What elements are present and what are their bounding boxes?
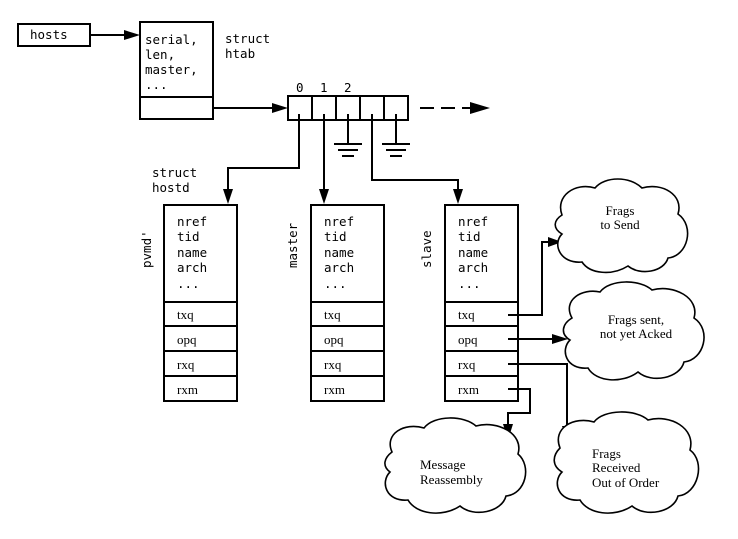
cloud-text: to Send bbox=[600, 217, 640, 232]
hostd-field: nref bbox=[324, 214, 354, 229]
htab-struct-keyword: struct bbox=[225, 31, 270, 46]
hostd-row-label: rxq bbox=[324, 357, 342, 372]
frags-received-cloud: Frags Received Out of Order bbox=[553, 411, 700, 514]
hostd-pvmd: nref tid name arch ... txq opq rxq rxm p… bbox=[139, 204, 238, 402]
hostd-row-label: rxq bbox=[458, 357, 476, 372]
hostd-row-box bbox=[444, 301, 519, 327]
hostd-row-label: rxm bbox=[177, 382, 198, 397]
hostd-row-label: rxm bbox=[458, 382, 479, 397]
cloud-text: Out of Order bbox=[592, 475, 660, 490]
cloud-text: Received bbox=[592, 460, 641, 475]
null-pointer-ground-icon bbox=[382, 114, 410, 157]
hostd-row-label: rxq bbox=[177, 357, 195, 372]
hostd-row-box bbox=[310, 375, 385, 402]
slot1-arrowhead bbox=[319, 189, 329, 204]
hostd-slave: nref tid name arch ... txq opq rxq rxm s… bbox=[419, 204, 519, 402]
hostd-header-box bbox=[444, 204, 519, 303]
cloud-text: Frags bbox=[606, 203, 635, 218]
htab-array-arrowhead bbox=[272, 103, 288, 113]
frags-sent-cloud: Frags sent, not yet Acked bbox=[562, 281, 705, 381]
null-pointer-ground-icon bbox=[334, 114, 362, 157]
hostd-row-label: opq bbox=[177, 332, 197, 347]
hostd-field: ... bbox=[324, 276, 347, 291]
cloud-text: Frags bbox=[592, 446, 621, 461]
hostd-master: nref tid name arch ... txq opq rxq rxm m… bbox=[285, 204, 385, 402]
cloud-text: Message bbox=[420, 457, 466, 472]
hosts-label: hosts bbox=[30, 27, 68, 42]
message-reassembly-cloud: Message Reassembly bbox=[384, 417, 527, 514]
hostd-row-label: txq bbox=[324, 307, 341, 322]
hostd-field: ... bbox=[458, 276, 481, 291]
array-continuation-arrowhead bbox=[470, 102, 490, 114]
htab-header-box bbox=[139, 21, 214, 98]
slot3-arrowhead bbox=[453, 189, 463, 204]
hosts-arrowhead bbox=[124, 30, 140, 40]
txq-to-frags-to-send-line bbox=[508, 241, 550, 316]
cloud-text: Frags sent, bbox=[608, 312, 664, 327]
hostd-struct-keyword: struct bbox=[152, 165, 197, 180]
array-index: 1 bbox=[320, 80, 328, 95]
htab-field: master, bbox=[145, 62, 198, 77]
hostd-field: name bbox=[324, 245, 354, 260]
hostd-row-box bbox=[310, 325, 385, 352]
hostd-row-box bbox=[163, 350, 238, 377]
hostd-field: arch bbox=[324, 260, 354, 275]
host-name-label: pvmd' bbox=[139, 230, 154, 268]
hostd-struct-name: hostd bbox=[152, 180, 190, 195]
slot0-to-pvmd-line bbox=[227, 114, 300, 192]
hostd-row-box bbox=[444, 350, 519, 377]
txq-arrowhead bbox=[548, 237, 562, 247]
hostd-row-box bbox=[163, 375, 238, 402]
hostd-row-box bbox=[444, 375, 519, 402]
hostd-row-label: txq bbox=[177, 307, 194, 322]
hostd-field: tid bbox=[458, 229, 481, 244]
hostd-field: nref bbox=[177, 214, 207, 229]
hostd-field: tid bbox=[177, 229, 200, 244]
htab-field: ... bbox=[145, 77, 168, 92]
opq-arrowhead bbox=[552, 334, 568, 344]
hostd-field: arch bbox=[458, 260, 488, 275]
hostd-row-label: txq bbox=[458, 307, 475, 322]
htab-field: serial, bbox=[145, 32, 198, 47]
hostd-row-box bbox=[163, 325, 238, 352]
cloud-text: not yet Acked bbox=[600, 326, 673, 341]
hostd-header-box bbox=[310, 204, 385, 303]
slot0-arrowhead bbox=[223, 189, 233, 204]
hostd-field: nref bbox=[458, 214, 488, 229]
htab-struct-name: htab bbox=[225, 46, 255, 61]
rxm-to-reassembly-line bbox=[507, 388, 531, 426]
frags-to-send-cloud: Frags to Send bbox=[554, 178, 689, 274]
hostd-header-box bbox=[163, 204, 238, 303]
hosts-pointer: hosts bbox=[17, 23, 91, 47]
slot3-to-slave-line bbox=[371, 114, 459, 192]
array-index: 2 bbox=[344, 80, 352, 95]
hostd-field: ... bbox=[177, 276, 200, 291]
hostd-row-box bbox=[163, 301, 238, 327]
hostd-row-label: opq bbox=[458, 332, 478, 347]
array-index: 0 bbox=[296, 80, 304, 95]
host-name-label: master bbox=[285, 222, 300, 268]
host-name-label: slave bbox=[419, 230, 434, 268]
hostd-row-label: rxm bbox=[324, 382, 345, 397]
rxq-to-frags-received-line bbox=[508, 363, 568, 428]
hostd-row-box bbox=[310, 301, 385, 327]
hostd-row-box bbox=[310, 350, 385, 377]
cloud-text: Reassembly bbox=[420, 472, 483, 487]
hostd-row-label: opq bbox=[324, 332, 344, 347]
hostd-field: name bbox=[177, 245, 207, 260]
hostd-field: name bbox=[458, 245, 488, 260]
hostd-field: arch bbox=[177, 260, 207, 275]
htab-array-pointer-box bbox=[139, 96, 214, 120]
htab-field: len, bbox=[145, 47, 175, 62]
hostd-field: tid bbox=[324, 229, 347, 244]
htab-struct: serial, len, master, ... struct htab bbox=[139, 21, 270, 120]
hostd-row-box bbox=[444, 325, 519, 352]
